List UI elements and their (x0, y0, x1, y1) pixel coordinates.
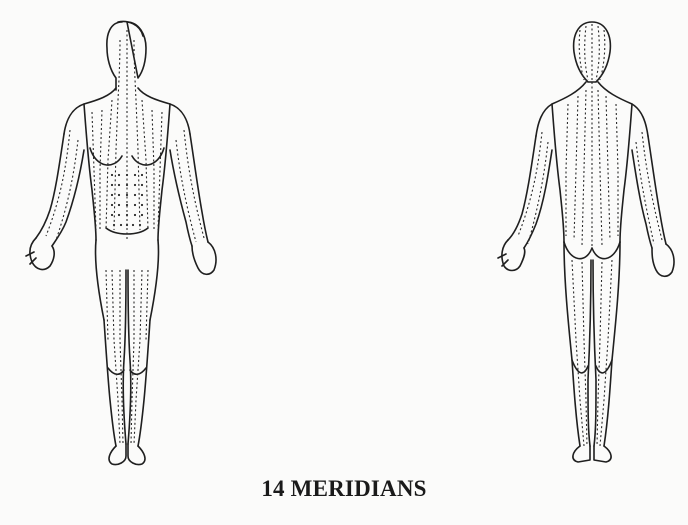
diagram-caption: 14 MERIDIANS (0, 476, 688, 502)
back-body-figure (492, 0, 678, 470)
back-meridian-lines (518, 24, 662, 446)
front-meridian-lines (46, 30, 204, 444)
front-body-outline (26, 22, 216, 465)
back-body-outline (498, 22, 674, 462)
front-body-figure (22, 0, 227, 470)
front-abdomen-points (111, 174, 143, 226)
